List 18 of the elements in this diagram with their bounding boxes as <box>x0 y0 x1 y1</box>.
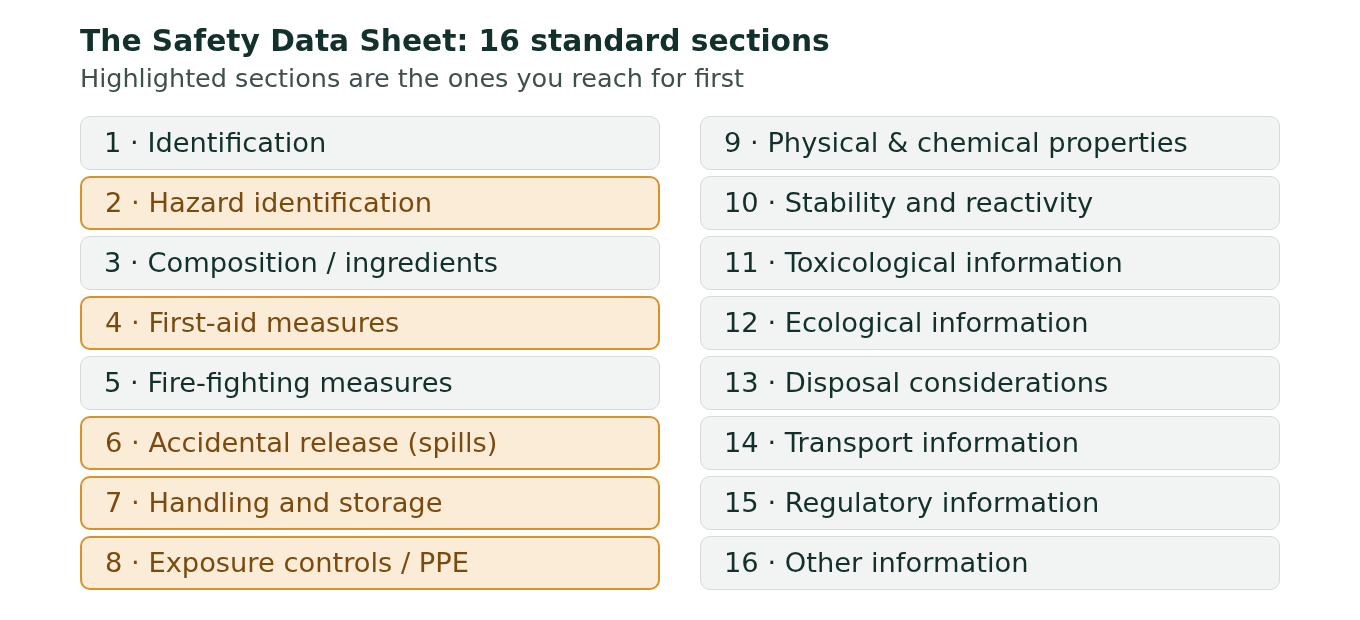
section-box: 11 · Toxicological information <box>700 236 1280 290</box>
title: The Safety Data Sheet: 16 standard sections <box>80 23 830 59</box>
section-box: 15 · Regulatory information <box>700 476 1280 530</box>
section-box: 9 · Physical & chemical properties <box>700 116 1280 170</box>
section-box: 13 · Disposal considerations <box>700 356 1280 410</box>
section-box: 1 · Identification <box>80 116 660 170</box>
highlighted-section-box: 8 · Exposure controls / PPE <box>80 536 660 590</box>
highlighted-section-box: 6 · Accidental release (spills) <box>80 416 660 470</box>
section-box: 10 · Stability and reactivity <box>700 176 1280 230</box>
highlighted-section-box: 7 · Handling and storage <box>80 476 660 530</box>
highlighted-section-box: 2 · Hazard identification <box>80 176 660 230</box>
section-box: 5 · Fire-fighting measures <box>80 356 660 410</box>
section-box: 3 · Composition / ingredients <box>80 236 660 290</box>
subtitle: Highlighted sections are the ones you reach for first <box>80 62 744 94</box>
highlighted-section-box: 4 · First-aid measures <box>80 296 660 350</box>
section-box: 16 · Other information <box>700 536 1280 590</box>
section-box: 14 · Transport information <box>700 416 1280 470</box>
section-box: 12 · Ecological information <box>700 296 1280 350</box>
